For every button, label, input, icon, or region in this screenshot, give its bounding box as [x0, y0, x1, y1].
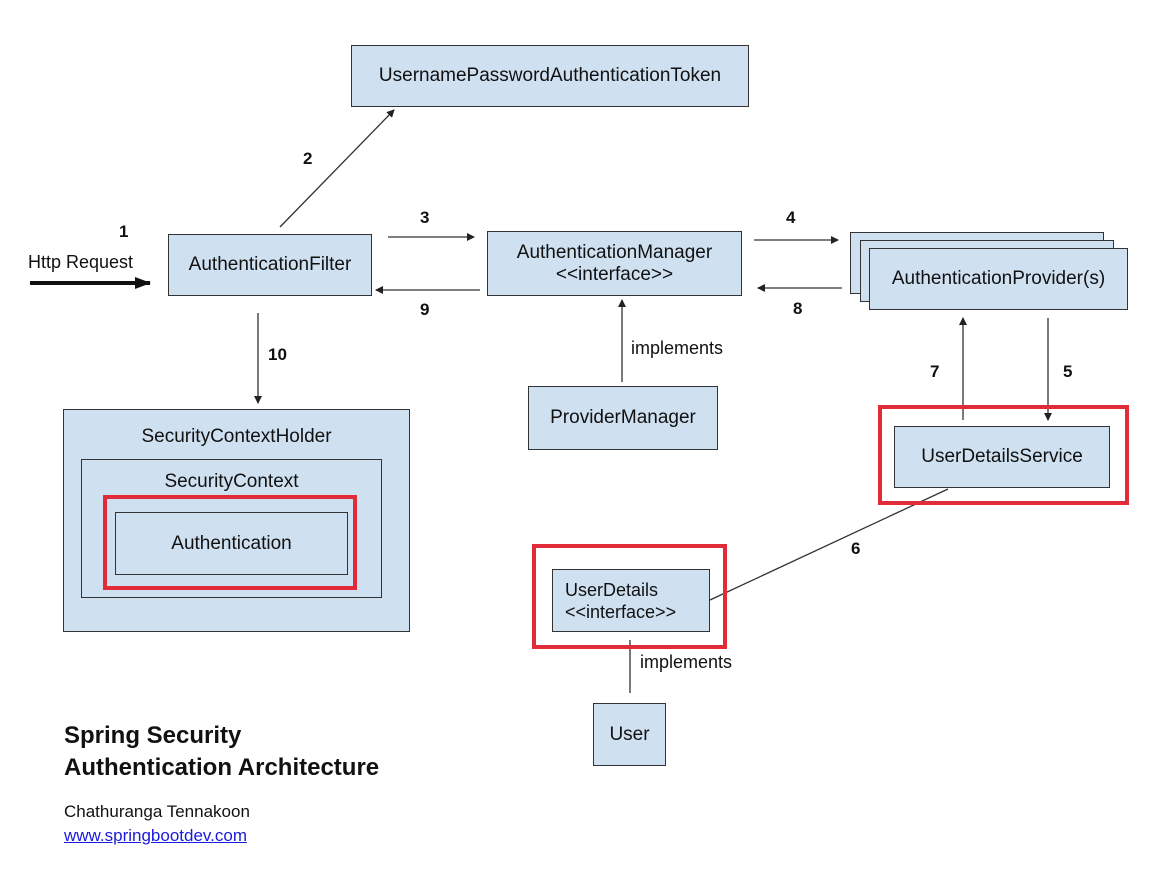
- diagram-title-line-1: Spring Security: [64, 722, 242, 749]
- implements-manager-label: implements: [631, 338, 724, 358]
- website-link[interactable]: www.springbootdev.com: [64, 826, 247, 845]
- step-5: 5: [1063, 362, 1073, 381]
- step-7: 7: [930, 362, 940, 381]
- step-10: 10: [268, 345, 287, 364]
- authentication-manager-stereotype: <<interface>>: [555, 263, 674, 285]
- user-details-service-label: UserDetailsService: [921, 446, 1083, 467]
- user-details-service-highlight: [878, 405, 1129, 505]
- authentication-filter-box: AuthenticationFilter: [168, 234, 372, 296]
- user-details-service-box: UserDetailsService: [894, 426, 1110, 488]
- authentication-highlight: [103, 495, 357, 590]
- arrow-step-2: [279, 109, 395, 228]
- user-details-stereotype: <<interface>>: [565, 601, 677, 622]
- provider-manager-label: ProviderManager: [550, 407, 696, 428]
- security-context-label: SecurityContext: [164, 471, 299, 492]
- user-box: User: [593, 703, 666, 766]
- step-1: 1: [119, 222, 129, 241]
- provider-manager-box: ProviderManager: [528, 386, 718, 450]
- diagram-title-line-2: Authentication Architecture: [64, 754, 380, 781]
- user-details-box: UserDetails <<interface>>: [552, 569, 710, 632]
- step-8: 8: [793, 299, 803, 318]
- authentication-provider-box: AuthenticationProvider(s): [869, 248, 1128, 310]
- authentication-label: Authentication: [171, 532, 292, 554]
- line-step-6: [709, 488, 949, 601]
- security-context-holder-label: SecurityContextHolder: [141, 426, 332, 447]
- diagram-title: Spring Security Authentication Architect…: [64, 720, 379, 784]
- step-9: 9: [420, 300, 430, 319]
- authentication-provider-label: AuthenticationProvider(s): [891, 268, 1106, 289]
- user-details-highlight: [532, 544, 727, 649]
- author-name: Chathuranga Tennakoon: [64, 802, 250, 821]
- step-2: 2: [303, 149, 313, 168]
- username-password-token-box: UsernamePasswordAuthenticationToken: [351, 45, 749, 107]
- step-3: 3: [420, 208, 430, 227]
- authentication-manager-label: AuthenticationManager: [516, 241, 713, 263]
- username-password-token-label: UsernamePasswordAuthenticationToken: [378, 65, 722, 86]
- authentication-filter-label: AuthenticationFilter: [188, 254, 352, 275]
- step-4: 4: [786, 208, 796, 227]
- implements-user-label: implements: [640, 652, 733, 672]
- user-details-label: UserDetails: [565, 579, 659, 600]
- step-6: 6: [851, 539, 861, 558]
- authentication-manager-box: AuthenticationManager <<interface>>: [487, 231, 742, 296]
- http-request-label: Http Request: [28, 252, 134, 272]
- user-label: User: [609, 723, 650, 745]
- authentication-box: Authentication: [115, 512, 348, 575]
